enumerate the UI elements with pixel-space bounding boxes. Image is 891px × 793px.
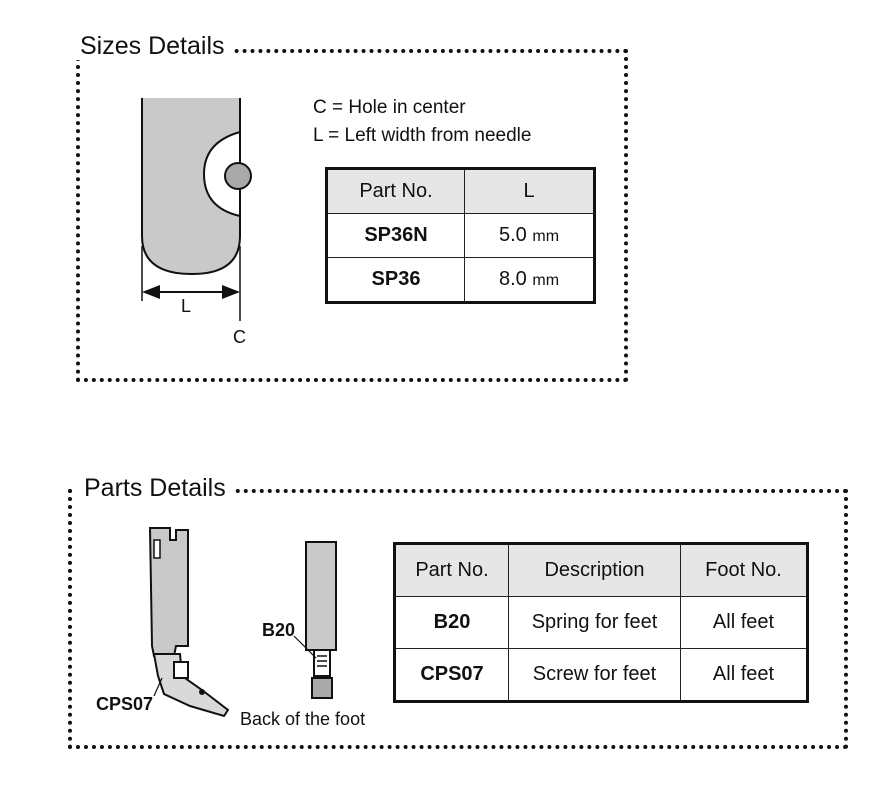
header-l: L [464, 168, 595, 214]
spring-base [311, 677, 333, 699]
sizes-details-title: Sizes Details [72, 32, 233, 60]
center-label: C [233, 327, 246, 347]
back-of-foot-caption: Back of the foot [240, 709, 366, 729]
header-description: Description [508, 543, 681, 597]
value-number: 8.0 [498, 268, 527, 290]
part-description: Spring for feet [508, 596, 681, 649]
foot-window [173, 661, 189, 679]
spring-leader [293, 635, 317, 659]
part-number: CPS07 [394, 648, 509, 702]
width-value: 5.0 mm [464, 213, 595, 258]
width-arrow-right [222, 285, 240, 299]
parts-table: Part No. Description Foot No. B20 Spring… [393, 542, 809, 703]
screw-label: CPS07 [96, 694, 154, 714]
value-unit: mm [532, 228, 560, 245]
needle-slot-outline [202, 130, 241, 218]
table-row: B20 Spring for feet All feet [394, 596, 808, 649]
parts-details-panel [68, 489, 848, 749]
foot-body [152, 653, 230, 718]
presser-foot-diagram [148, 527, 230, 718]
width-value: 8.0 mm [464, 257, 595, 303]
legend-left-width: L = Left width from needle [313, 125, 532, 146]
part-number: SP36N [326, 213, 465, 258]
table-row: SP36N 5.0 mm [326, 213, 595, 258]
screw-mark [199, 689, 205, 695]
spring-label: B20 [262, 620, 296, 640]
value-number: 5.0 [498, 224, 527, 246]
sizes-details-panel [76, 49, 628, 382]
width-label: L [181, 296, 192, 316]
part-description: Screw for feet [508, 648, 681, 702]
spring-slot [313, 649, 331, 677]
value-unit: mm [532, 272, 560, 289]
header-part-no: Part No. [326, 168, 465, 214]
back-of-foot-diagram [293, 541, 337, 699]
sizes-table: Part No. L SP36N 5.0 mm SP36 8.0 mm [325, 167, 596, 304]
needle-hole [224, 162, 252, 190]
foot-bottom-diagram [141, 98, 252, 321]
header-foot-no: Foot No. [680, 543, 808, 597]
legend-center: C = Hole in center [313, 97, 466, 118]
back-shank [305, 541, 337, 651]
width-arrow-left [142, 285, 160, 299]
table-header-row: Part No. L [326, 168, 595, 214]
part-number: B20 [394, 596, 509, 649]
foot-number: All feet [680, 596, 808, 649]
screw-leader [153, 677, 163, 697]
header-part-no: Part No. [394, 543, 509, 597]
parts-details-title: Parts Details [76, 474, 234, 502]
table-header-row: Part No. Description Foot No. [394, 543, 808, 597]
shank-slot [153, 539, 161, 559]
foot-number: All feet [680, 648, 808, 702]
table-row: SP36 8.0 mm [326, 257, 595, 303]
foot-sole-outline [141, 98, 241, 276]
table-row: CPS07 Screw for feet All feet [394, 648, 808, 702]
part-number: SP36 [326, 257, 465, 303]
